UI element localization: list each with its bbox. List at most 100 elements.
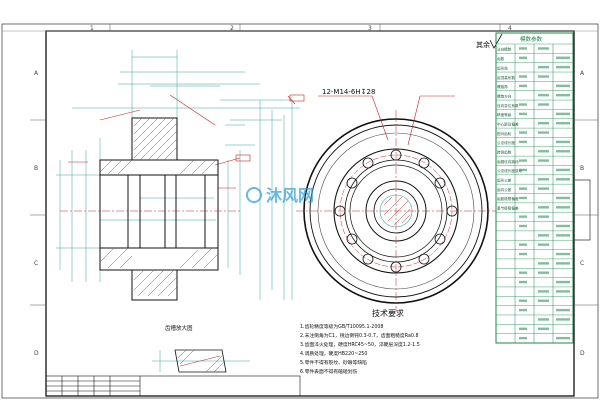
table-row-label: 中心距及偏差 (497, 121, 519, 126)
table-row-label: 基节极限偏差 (497, 206, 519, 211)
tech-req-line: 2.未注倒角为C1，锐边倒钝0.3-0.7，齿面粗糙度Ra0.8 (300, 332, 419, 339)
table-cell-value (519, 308, 527, 312)
tech-req-title: 技术要求 (372, 308, 404, 318)
table-cell-value (556, 178, 570, 181)
tech-req-line: 5.零件不得有裂纹、砂眼等缺陷 (300, 359, 367, 366)
table-cell-value (538, 327, 549, 330)
table-cell-value (538, 215, 549, 218)
table-cell-value (538, 122, 549, 125)
table-row-label: 公法线长度变动 (497, 168, 523, 173)
front-view (296, 110, 496, 312)
table-cell-value (538, 234, 549, 237)
table-cell-value (519, 224, 527, 228)
col-marker: 3 (368, 25, 372, 32)
table-cell-value (556, 308, 570, 312)
table-row-label: 径向变位系数 (497, 103, 519, 108)
table-cell-value (556, 65, 570, 69)
row-marker: A (580, 70, 585, 77)
hole-callout-text: 12-M14-6H↧28 (322, 88, 375, 96)
table-cell-value (556, 318, 570, 321)
col-marker: 1 (90, 25, 94, 32)
table-cell-value (519, 336, 527, 340)
row-marker: B (34, 165, 38, 172)
table-row-label: 齿形角 (497, 65, 508, 70)
side-bracket (574, 179, 591, 241)
table-cell-value (556, 234, 570, 237)
table-cell-value (519, 56, 527, 60)
table-cell-value (519, 299, 527, 302)
table-cell-value (519, 168, 527, 172)
table-cell-value (556, 122, 570, 125)
table-row-label: 跨测齿数 (497, 150, 512, 155)
detail-label: 齿槽放大图 (165, 324, 193, 332)
table-cell-value (538, 262, 549, 265)
roughness-note: 其余 (476, 40, 490, 49)
table-cell-value (519, 252, 527, 256)
table-cell-value (519, 159, 527, 162)
table-cell-value (538, 206, 549, 209)
chamfer-leader (407, 95, 421, 146)
tech-req-line: 4.调质处理，硬度HB220~250 (300, 350, 367, 357)
hole-callout-leader (371, 95, 389, 141)
table-row-label: 精度等级 (497, 112, 512, 117)
col-marker: 2 (230, 25, 234, 32)
roughness-symbol-icon (489, 33, 503, 49)
table-cell-value (538, 103, 549, 106)
table-row-label: 齿数 (497, 56, 505, 61)
row-marker: B (580, 165, 584, 172)
table-cell-value (538, 150, 549, 153)
table-cell-value (538, 93, 549, 97)
row-marker: C (34, 260, 38, 267)
tech-req-line: 1.齿轮精度等级为GB/T10095.1-2008 (300, 323, 384, 330)
table-cell-value (556, 112, 570, 116)
table-cell-value (556, 280, 570, 284)
table-cell-value (519, 131, 527, 134)
table-row-label: 齿向公差 (497, 187, 512, 192)
outer-frame (1, 23, 599, 399)
table-cell-value (556, 150, 570, 153)
table-cell-value (538, 47, 549, 50)
title-block (45, 375, 301, 397)
table-cell-value (519, 140, 527, 144)
table-cell-value (556, 290, 570, 293)
table-row-label: 齿圈径向跳动 (497, 159, 519, 164)
table-cell-value (538, 159, 549, 162)
table-row-label: 齿形公差 (497, 178, 512, 183)
table-cell-value (519, 243, 527, 246)
table-cell-value (519, 187, 527, 190)
table-cell-value (538, 290, 549, 293)
table-cell-value (538, 75, 549, 78)
section-view (56, 50, 305, 301)
table-cell-value (519, 215, 527, 218)
table-cell-value (556, 84, 570, 88)
table-cell-value (519, 84, 527, 88)
table-cell-value (519, 103, 527, 106)
table-cell-value (556, 336, 570, 340)
table-cell-value (556, 196, 570, 200)
grid-ticks (30, 24, 598, 306)
table-cell-value (556, 252, 570, 256)
table-cell-value (538, 131, 549, 134)
table-cell-value (519, 280, 527, 284)
row-marker: C (580, 260, 584, 267)
tooth-detail (152, 349, 250, 373)
table-cell-value (538, 271, 549, 274)
table-cell-value (538, 299, 549, 302)
col-marker: 4 (508, 25, 512, 32)
table-cell-value (519, 327, 527, 330)
table-cell-value (556, 93, 570, 97)
table-cell-value (519, 75, 527, 78)
watermark: 沐风网 (246, 186, 314, 205)
table-cell-value (519, 112, 527, 116)
param-table: 模数参数 法向模数齿数齿形角齿顶高系数螺旋角螺旋方向径向变位系数精度等级中心距及… (495, 32, 574, 344)
table-row-label: 公法线长度 (497, 140, 515, 145)
table-cell-value (538, 187, 549, 190)
table-cell-value (519, 196, 527, 200)
param-table-title: 模数参数 (520, 35, 543, 43)
table-cell-value (519, 47, 527, 50)
table-cell-value (538, 243, 549, 246)
table-cell-value (556, 140, 570, 144)
table-cell-value (556, 56, 570, 60)
